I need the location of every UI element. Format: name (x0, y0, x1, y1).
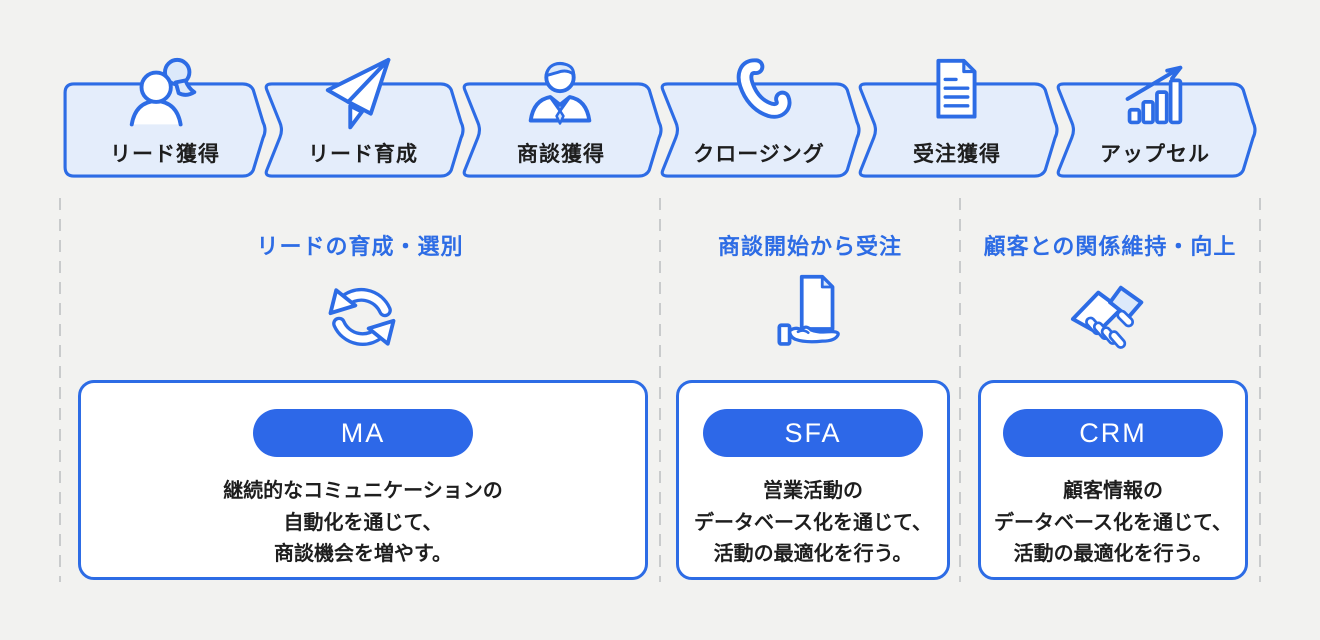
funnel-stage-meeting-acquisition: 商談獲得 (456, 61, 670, 179)
description-line: 商談機会を増やす。 (274, 543, 452, 565)
description-line: 自動化を通じて、 (283, 511, 443, 534)
ma-card: MA 継続的なコミュニケーションの 自動化を通じて、 商談機会を増やす。 (78, 380, 648, 580)
section-divider-4 (1259, 198, 1261, 582)
stage-label: 受注獲得 (913, 143, 1001, 166)
section-heading-crm: 顧客との関係維持・向上 (983, 234, 1237, 259)
users-icon (129, 57, 197, 127)
description-line: 継続的なコミュニケーションの (223, 480, 503, 502)
ma-badge: MA (253, 409, 473, 457)
sfa-card: SFA 営業活動の データベース化を通じて、 活動の最適化を行う。 (676, 380, 950, 580)
section-divider-1 (59, 198, 61, 582)
funnel-stage-lead-acquisition: リード獲得 (60, 57, 274, 179)
chevron-shape (462, 82, 663, 178)
description-line: 営業活動の (763, 480, 863, 502)
chevron-shape (1056, 82, 1257, 178)
crm-card: CRM 顧客情報の データベース化を通じて、 活動の最適化を行う。 (978, 380, 1248, 580)
stage-label: クロージング (693, 143, 825, 166)
paper-plane-icon (325, 57, 391, 130)
section-divider-2 (659, 198, 661, 582)
section-divider-3 (959, 198, 961, 582)
ma-description: 継続的なコミュニケーションの 自動化を通じて、 商談機会を増やす。 (81, 476, 645, 571)
description-line: データベース化を通じて、 (994, 511, 1232, 534)
sfa-description: 営業活動の データベース化を通じて、 活動の最適化を行う。 (679, 476, 947, 571)
funnel-stage-order-won: 受注獲得 (852, 58, 1066, 179)
phone-icon (736, 58, 792, 119)
chevron-shape (660, 82, 861, 178)
sfa-badge: SFA (703, 409, 923, 457)
crm-badge: CRM (1003, 409, 1223, 457)
section-heading-ma: リードの育成・選別 (256, 234, 464, 259)
description-line: 顧客情報の (1063, 480, 1163, 502)
description-line: 活動の最適化を行う。 (713, 543, 913, 565)
handshake-icon (1070, 285, 1144, 349)
description-line: データベース化を通じて、 (694, 511, 932, 534)
stage-label: 商談獲得 (517, 143, 605, 166)
funnel-stage-lead-nurturing: リード育成 (258, 57, 472, 179)
chevron-shape (63, 82, 267, 178)
chevron-shape (264, 82, 465, 178)
funnel-stage-upsell: アップセル (1050, 65, 1264, 179)
stage-label: リード獲得 (110, 143, 220, 166)
crm-description: 顧客情報の データベース化を通じて、 活動の最適化を行う。 (981, 476, 1245, 571)
cycle-icon (328, 287, 396, 346)
stage-label: アップセル (1100, 143, 1210, 166)
funnel-stage-closing: クロージング (654, 58, 868, 179)
document-hand-icon (777, 274, 840, 346)
description-line: 活動の最適化を行う。 (1013, 543, 1213, 565)
businessman-icon (528, 61, 592, 125)
chevron-shape (858, 82, 1059, 178)
order-document-icon (936, 58, 977, 119)
stage-label: リード育成 (308, 143, 418, 166)
growth-chart-icon (1125, 65, 1183, 125)
section-heading-sfa: 商談開始から受注 (717, 234, 902, 259)
